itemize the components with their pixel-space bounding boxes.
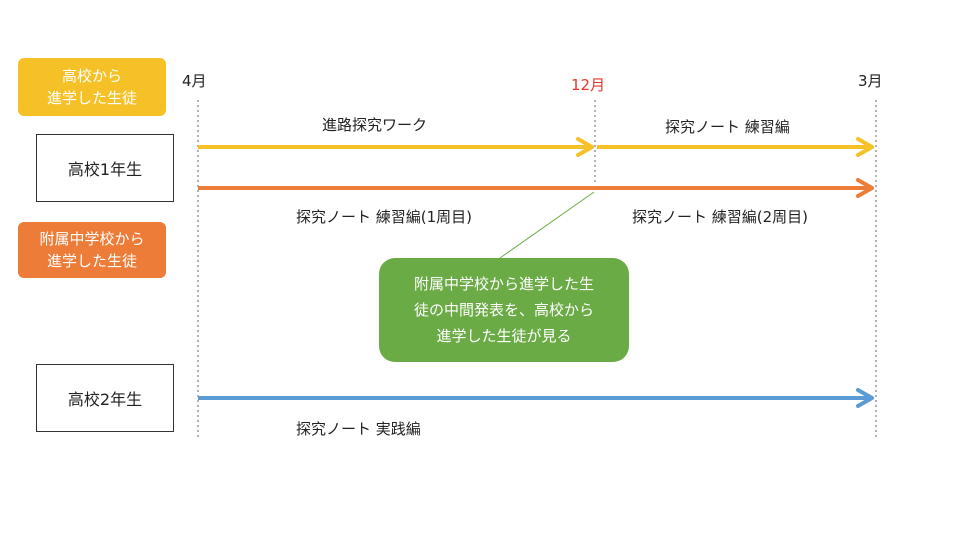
badge-high-school-entry: 高校から 進学した生徒 <box>18 58 166 116</box>
badge-attached-jhs-entry-line-2: 進学した生徒 <box>46 252 137 270</box>
arrow-high-school-segment-1 <box>198 137 594 157</box>
month-december-label: 12月 <box>571 76 606 94</box>
month-april-label: 4月 <box>182 72 207 90</box>
badge-attached-jhs-entry-line-1: 附属中学校から <box>39 230 145 248</box>
badge-high-school-entry-line-1: 高校から <box>61 67 122 85</box>
grade-second-year-label: 高校2年生 <box>67 390 143 409</box>
track-second-year-label: 探究ノート 実践編 <box>296 420 421 438</box>
track-high-school-segment-1-label: 進路探究ワーク <box>322 116 428 134</box>
callout-midterm-presentation: 附属中学校から進学した生 徒の中間発表を、高校から 進学した生徒が見る <box>379 258 629 362</box>
month-march-label: 3月 <box>858 72 883 90</box>
track-high-school-segment-2-label: 探究ノート 練習編 <box>665 118 790 136</box>
badge-high-school-entry-line-2: 進学した生徒 <box>46 89 137 107</box>
grade-first-year-label: 高校1年生 <box>67 160 143 179</box>
grade-second-year-box: 高校2年生 <box>36 364 174 432</box>
callout-line-3: 進学した生徒が見る <box>436 327 572 345</box>
badge-attached-jhs-entry: 附属中学校から 進学した生徒 <box>18 222 166 278</box>
track-attached-segment-1-label: 探究ノート 練習編(1周目) <box>296 208 473 226</box>
callout-pointer <box>499 191 595 259</box>
track-attached-segment-2-label: 探究ノート 練習編(2周目) <box>632 208 809 226</box>
grade-first-year-box: 高校1年生 <box>36 134 174 202</box>
arrow-high-school-segment-2 <box>597 137 874 157</box>
arrow-attached-first-year <box>198 178 874 198</box>
callout-line-2: 徒の中間発表を、高校から <box>413 301 594 319</box>
arrow-second-year <box>198 388 874 408</box>
callout-line-1: 附属中学校から進学した生 <box>413 275 594 293</box>
